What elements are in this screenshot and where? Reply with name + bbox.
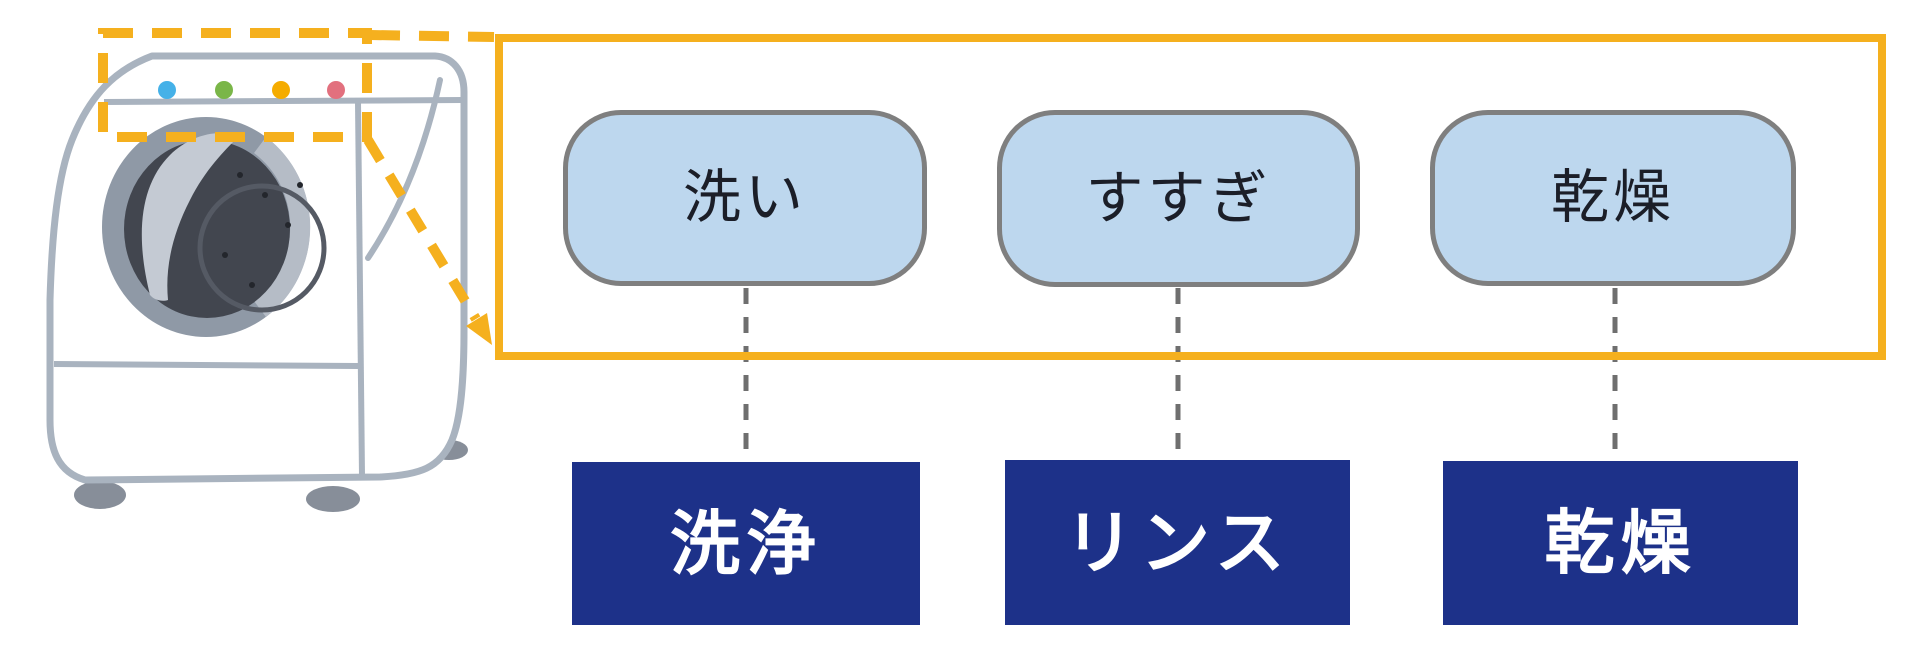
drum-door-icon	[102, 117, 327, 337]
indicator-dot-pink	[327, 81, 345, 99]
cycle-button-rinse: すすぎ	[997, 110, 1360, 287]
washing-machine-illustration	[46, 52, 468, 512]
zoom-callout	[98, 28, 1886, 360]
stage-box-rinse: リンス	[1005, 460, 1350, 625]
machine-side-seam	[355, 101, 365, 477]
zoom-callout-dashed-box	[98, 28, 372, 142]
indicator-dot-blue	[158, 81, 176, 99]
cycle-button-wash: 洗い	[563, 110, 927, 286]
indicator-dot-green	[215, 81, 233, 99]
cycle-button-dry-label: 乾燥	[1550, 165, 1675, 230]
stage-box-washing: 洗浄	[572, 462, 920, 625]
machine-panel-line	[103, 97, 464, 105]
zoom-callout-diagonal-line	[363, 137, 481, 322]
stage-box-washing-label: 洗浄	[670, 504, 822, 583]
machine-front-line	[53, 361, 359, 369]
cycle-button-wash-label: 洗い	[682, 165, 807, 230]
machine-side-curve	[365, 77, 443, 261]
zoom-callout-arrowhead-icon	[466, 313, 492, 345]
indicator-dot-orange	[272, 81, 290, 99]
highlight-box	[495, 34, 1886, 360]
indicator-dots	[158, 81, 345, 99]
stage-connectors	[743, 288, 1618, 462]
cycle-button-dry: 乾燥	[1430, 110, 1796, 286]
stage-box-rinse-label: リンス	[1064, 503, 1291, 582]
stage-box-drying-label: 乾燥	[1544, 504, 1697, 582]
zoom-callout-top-line	[369, 30, 495, 42]
stage-box-drying: 乾燥	[1443, 461, 1798, 625]
cycle-button-rinse-label: すすぎ	[1085, 165, 1272, 231]
